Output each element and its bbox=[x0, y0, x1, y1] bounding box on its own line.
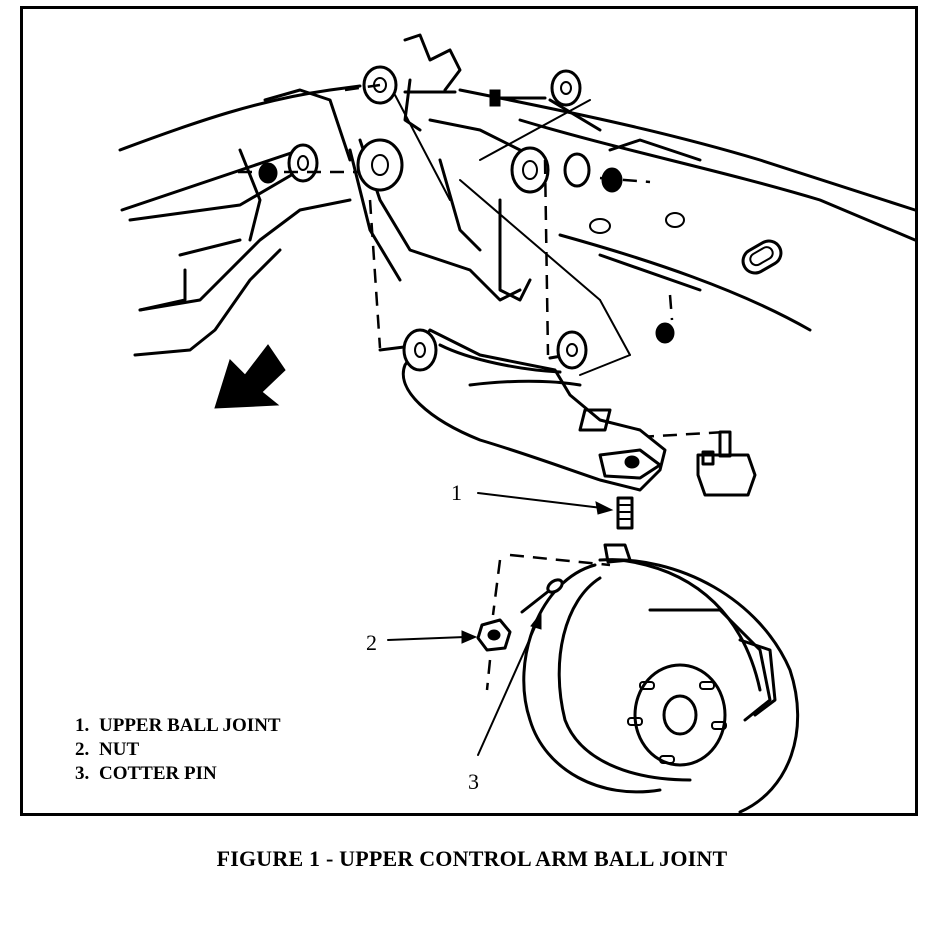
ball-joint-part bbox=[696, 430, 757, 497]
legend-item-number: 2. bbox=[75, 739, 90, 760]
figure-frame bbox=[20, 6, 918, 816]
brake-rotor bbox=[522, 543, 800, 814]
legend-item-label: UPPER BALL JOINT bbox=[99, 715, 281, 736]
legend-item: 3. COTTER PIN bbox=[75, 762, 281, 786]
callout-number-3: 3 bbox=[468, 769, 479, 794]
legend-item-number: 1. bbox=[75, 715, 90, 736]
upper-control-arm bbox=[401, 322, 675, 492]
ball-joint-stud bbox=[616, 496, 634, 530]
left-bracket bbox=[133, 88, 352, 357]
legend-item: 1. UPPER BALL JOINT bbox=[75, 714, 281, 738]
legend-item-number: 3. bbox=[75, 763, 90, 784]
figure-caption: FIGURE 1 - UPPER CONTROL ARM BALL JOINT bbox=[216, 846, 728, 871]
parts-legend: 1. UPPER BALL JOINT 2. NUT 3. COTTER PIN bbox=[75, 714, 281, 786]
legend-item-label: NUT bbox=[99, 739, 140, 760]
callout-arrows bbox=[387, 492, 614, 756]
callout-number-1: 1 bbox=[451, 480, 462, 505]
legend-item: 2. NUT bbox=[75, 738, 281, 762]
mounting-bolts bbox=[403, 89, 547, 107]
frame-holes bbox=[589, 212, 783, 275]
nut-part bbox=[476, 618, 512, 652]
direction-arrow bbox=[214, 344, 286, 409]
cotter-pin-part bbox=[520, 578, 564, 614]
legend-item-label: COTTER PIN bbox=[99, 763, 217, 784]
bracket-lines bbox=[394, 94, 631, 376]
callout-number-2: 2 bbox=[366, 630, 377, 655]
